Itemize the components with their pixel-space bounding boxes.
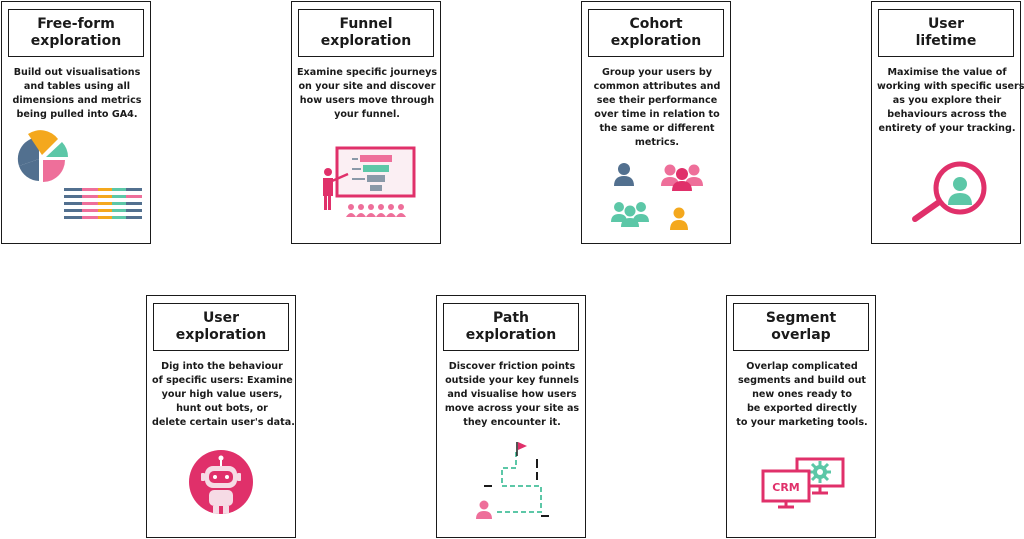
card-description: Overlap complicated segments and build o… [736, 361, 868, 428]
card-title: Segment overlap [733, 303, 869, 351]
gear-icon [809, 461, 831, 483]
card-description: Group your users by common attributes an… [593, 67, 721, 148]
card-description: Discover friction points outside your ke… [444, 361, 580, 428]
robot-icon [189, 450, 253, 514]
card-path-exploration: Path exploration Discover friction point… [436, 295, 586, 538]
card-funnel-exploration: Funnel exploration Examine specific jour… [291, 1, 441, 244]
card-title: Cohort exploration [588, 9, 724, 57]
presentation-funnel-icon [323, 146, 416, 217]
crm-monitors-icon: CRM [761, 457, 845, 509]
card-description: Examine specific journeys on your site a… [297, 67, 438, 120]
card-cohort-exploration: Cohort exploration Group your users by c… [581, 1, 731, 244]
crm-label: CRM [772, 481, 800, 494]
magnifier-user-icon [912, 161, 987, 222]
card-title: Free-form exploration [8, 9, 144, 57]
card-user-lifetime: User lifetime Maximise the value of work… [871, 1, 1024, 244]
user-groups-icon [611, 163, 703, 230]
card-title: Funnel exploration [298, 9, 434, 57]
card-user-exploration: User exploration Dig into the behaviour … [146, 295, 296, 538]
card-segment-overlap: Segment overlap Overlap complicated segm… [726, 295, 876, 538]
card-title: User lifetime [878, 9, 1014, 57]
card-description: Maximise the value of working with speci… [877, 67, 1024, 134]
card-free-form-exploration: Free-form exploration Build out visualis… [1, 1, 151, 244]
card-description: Dig into the behaviour of specific users… [152, 361, 295, 428]
path-maze-icon [476, 442, 549, 519]
card-description: Build out visualisations and tables usin… [12, 67, 142, 120]
pie-chart-and-table-icon [17, 130, 142, 219]
card-title: User exploration [153, 303, 289, 351]
card-title: Path exploration [443, 303, 579, 351]
